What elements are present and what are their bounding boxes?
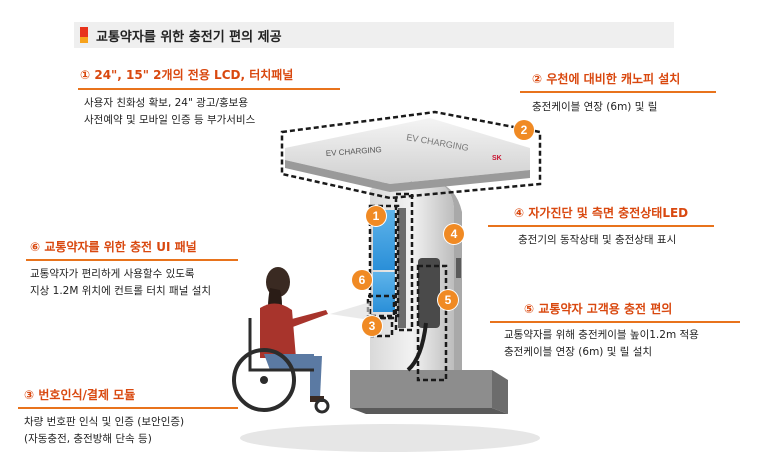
feature-underline	[18, 407, 238, 409]
feature-desc: 충전기의 동작상태 및 충전상태 표시	[518, 234, 677, 246]
feature-underline	[26, 259, 238, 261]
base-bottom	[350, 408, 508, 414]
callout-canopy	[280, 110, 542, 200]
base-side	[492, 370, 508, 414]
canopy	[285, 118, 530, 184]
section-title: 교통약자를 위한 충전기 편의 제공	[96, 30, 282, 45]
feature-title: 교통약자 고객용 충전 편의	[538, 302, 673, 316]
feature-title: 교통약자를 위한 충전 UI 패널	[44, 240, 197, 254]
feature-ui-panel: ⑥ 교통약자를 위한 충전 UI 패널	[30, 238, 197, 255]
feature-number: ③	[24, 388, 35, 402]
badge-3: 3	[362, 316, 382, 336]
badge-6: 6	[352, 270, 372, 290]
section-header: 교통약자를 위한 충전기 편의 제공	[74, 22, 674, 48]
side-connector	[456, 258, 461, 278]
feature-title: 번호인식/결제 모듈	[38, 388, 136, 402]
feature-canopy: ② 우천에 대비한 캐노피 설치	[532, 70, 680, 87]
base-front	[350, 370, 492, 408]
feature-desc: 차량 번호판 인식 및 인증 (보안인증) (자동충전, 충전방해 단속 등)	[24, 416, 185, 445]
connector-holder	[418, 258, 440, 328]
badge-5: 5	[438, 290, 458, 310]
feature-desc: 충전케이블 연장 (6m) 및 릴	[532, 101, 658, 113]
header-bullet-icon	[80, 27, 88, 43]
badge-1: 1	[366, 206, 386, 226]
callout-lcd	[368, 204, 400, 318]
feature-number: ⑤	[524, 302, 535, 316]
wheelchair-user	[232, 267, 330, 414]
feature-underline	[520, 91, 716, 93]
canopy-logo: SK	[492, 155, 502, 162]
feature-number: ①	[80, 68, 91, 82]
feature-number: ④	[514, 206, 525, 220]
canopy-text-left: EV CHARGING	[326, 145, 383, 158]
badge-2: 2	[514, 120, 534, 140]
touch-projection	[330, 302, 370, 320]
feature-desc: 교통약자를 위해 충전케이블 높이1.2m 적용 충전케이블 연장 (6m) 및…	[504, 329, 699, 358]
feature-number: ②	[532, 72, 543, 86]
feature-lcd: ① 24", 15" 2개의 전용 LCD, 터치패널	[80, 66, 293, 83]
feature-underline	[78, 88, 340, 90]
charger-illustration: EV CHARGING EV CHARGING SK	[232, 110, 542, 452]
feature-title: 24", 15" 2개의 전용 LCD, 터치패널	[94, 68, 294, 82]
feature-underline	[488, 225, 714, 227]
floor-shadow	[240, 424, 540, 452]
feature-desc: 교통약자가 편리하게 사용할수 있도록 지상 1.2M 위치에 컨트롤 터치 패…	[30, 268, 212, 297]
led-strip	[398, 208, 406, 328]
callout-cable	[416, 264, 448, 382]
feature-desc: 사용자 친화성 확보, 24" 광고/홍보용 사전예약 및 모바일 인증 등 부…	[84, 97, 256, 126]
feature-plate-payment: ③ 번호인식/결제 모듈	[24, 386, 135, 403]
badge-4: 4	[444, 224, 464, 244]
feature-title: 우천에 대비한 캐노피 설치	[546, 72, 681, 86]
charging-cable	[406, 322, 428, 372]
feature-underline	[490, 321, 740, 323]
feature-title: 자가진단 및 측면 충전상태LED	[528, 206, 689, 220]
feature-number: ⑥	[30, 240, 41, 254]
feature-led: ④ 자가진단 및 측면 충전상태LED	[514, 204, 688, 221]
feature-user-charging: ⑤ 교통약자 고객용 충전 편의	[524, 300, 672, 317]
callout-led	[394, 192, 414, 332]
canopy-edge	[285, 160, 530, 192]
lcd-screen-small	[373, 272, 395, 312]
